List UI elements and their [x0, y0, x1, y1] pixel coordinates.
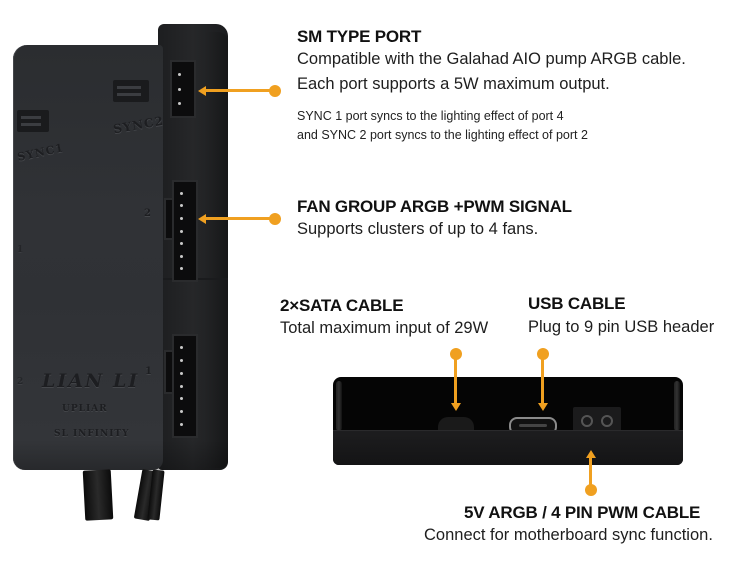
port-number-1: 1 [145, 366, 153, 377]
fan-group-port-1 [172, 334, 198, 438]
fan-group-port-2 [172, 180, 198, 282]
arrow-down-icon [451, 403, 461, 411]
argb-pwm-connector [573, 407, 621, 433]
port-pin [179, 397, 183, 401]
port-pin [179, 423, 183, 427]
port-number-2: 2 [144, 208, 152, 219]
port-pin [179, 242, 183, 246]
port-pin [179, 384, 183, 388]
controller-hub-image: SYNC1 SYNC2 2 1 1 2 LIAN LI UPLIAR SL IN… [0, 20, 230, 522]
callout-line-sm-port [205, 89, 275, 92]
sync-note-2: and SYNC 2 port syncs to the lighting ef… [297, 128, 588, 142]
embossed-series-line: SL INFINITY [54, 429, 130, 439]
sm-type-port-title: SM TYPE PORT [297, 27, 422, 46]
port-latch [164, 350, 172, 394]
port-pin [179, 191, 183, 195]
callout-dot-fan-group [269, 213, 281, 225]
arrow-left-icon [198, 214, 206, 224]
embossed-model-line: UPLIAR [62, 404, 108, 414]
bottom-cable [82, 469, 114, 521]
sync2-slot [113, 80, 149, 102]
port-pin [179, 371, 183, 375]
fan-group-desc: Supports clusters of up to 4 fans. [297, 220, 539, 238]
hub-bottom-shadow [13, 440, 228, 470]
arrow-up-icon [586, 450, 596, 458]
callout-dot-sm-port [269, 85, 281, 97]
arrow-left-icon [198, 86, 206, 96]
port-pin [177, 73, 181, 77]
argb-pwm-cable-title: 5V ARGB / 4 PIN PWM CABLE [464, 503, 701, 522]
port-latch [164, 198, 172, 240]
port-pin [179, 254, 183, 258]
port-pin [179, 229, 183, 233]
port-pin [179, 204, 183, 208]
callout-dot-argb-pwm [585, 484, 597, 496]
port-pin [177, 87, 181, 91]
sm-type-port-desc-1: Compatible with the Galahad AIO pump ARG… [297, 50, 686, 68]
port-pin [177, 101, 181, 105]
sata-cable-title: 2×SATA CABLE [280, 296, 404, 315]
port-pin [179, 358, 183, 362]
port-pin [179, 410, 183, 414]
front-left-edge [336, 381, 342, 431]
callout-line-fan-group [205, 217, 275, 220]
callout-line-usb [541, 354, 544, 404]
sync1-slot [17, 110, 49, 132]
sm-type-port-desc-2: Each port supports a 5W maximum output. [297, 75, 610, 93]
hub-side-edge [204, 32, 228, 468]
callout-line-argb-pwm [589, 457, 592, 489]
front-lower-shell [333, 430, 683, 465]
usb-cable-title: USB CABLE [528, 294, 626, 313]
callout-line-sata [454, 354, 457, 404]
port-pin [179, 216, 183, 220]
arrow-down-icon [538, 403, 548, 411]
sm-type-port [170, 60, 196, 118]
controller-front-view-image [333, 377, 683, 465]
port-pin [179, 267, 183, 271]
usb-cable-desc: Plug to 9 pin USB header [528, 318, 715, 336]
sync-note-1: SYNC 1 port syncs to the lighting effect… [297, 109, 564, 123]
port-pin [179, 345, 183, 349]
left-port-number-2: 2 [17, 377, 25, 387]
fan-group-title: FAN GROUP ARGB +PWM SIGNAL [297, 197, 572, 216]
left-port-number-1: 1 [17, 245, 25, 255]
argb-pwm-cable-desc: Connect for motherboard sync function. [424, 526, 713, 544]
sata-cable-desc: Total maximum input of 29W [280, 319, 489, 337]
front-right-edge [674, 381, 680, 431]
lian-li-logo: LIAN LI [42, 370, 140, 392]
